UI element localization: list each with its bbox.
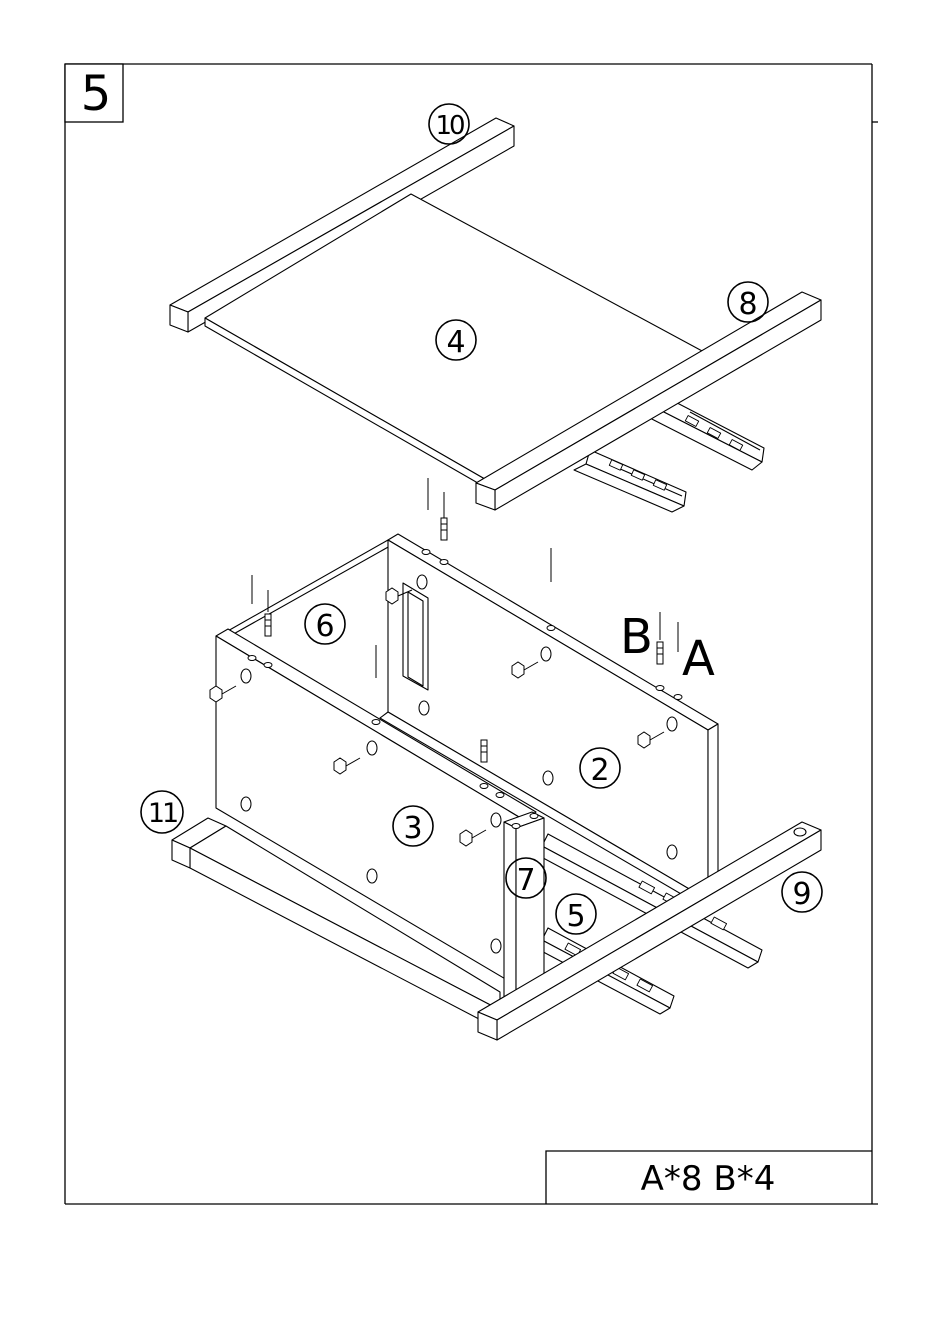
callout-10: 10 (429, 104, 469, 144)
part-label-6: 6 (315, 609, 334, 644)
quantity-text: A*8 B*4 (641, 1159, 776, 1199)
part-label-7: 7 (516, 863, 535, 898)
top-assembly (170, 118, 821, 512)
quantity-box: A*8 B*4 (546, 1151, 872, 1204)
part-label-10: 10 (435, 111, 464, 141)
part-label-8: 8 (738, 287, 757, 322)
hardware-label-a: A (682, 631, 715, 687)
part-label-11: 11 (148, 798, 177, 829)
part-label-9: 9 (792, 877, 811, 912)
part-label-4: 4 (446, 325, 465, 360)
callout-11: 11 (141, 791, 183, 833)
step-number: 5 (81, 66, 112, 122)
callout-8: 8 (728, 282, 768, 322)
carcass (216, 534, 762, 1014)
part-label-5: 5 (566, 899, 585, 934)
post-7 (504, 812, 544, 1004)
step-number-box: 5 (65, 64, 123, 122)
part-label-3: 3 (403, 811, 422, 846)
hardware-label-b: B (620, 609, 653, 665)
callout-9: 9 (782, 872, 822, 912)
callout-6: 6 (305, 604, 345, 644)
part-label-2: 2 (590, 753, 609, 788)
callout-5: 5 (556, 894, 596, 934)
